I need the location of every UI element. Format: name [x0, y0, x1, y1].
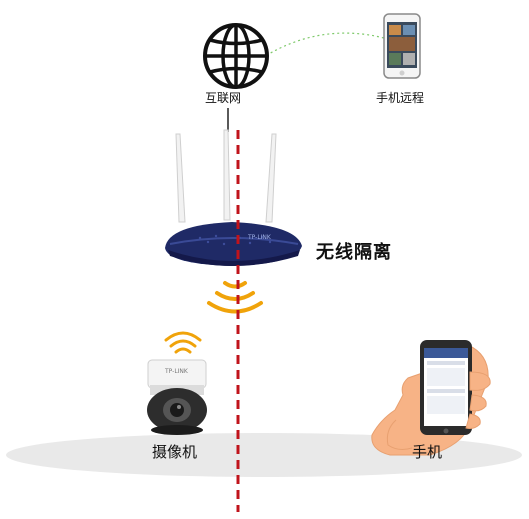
camera-label: 摄像机	[152, 443, 198, 461]
smartphone-icon	[383, 13, 421, 79]
wireless-isolation-label: 无线隔离	[316, 242, 392, 263]
internet-label: 互联网	[205, 91, 242, 105]
remote-link-line	[261, 32, 385, 59]
security-camera-icon	[147, 359, 207, 435]
phone-label: 手机	[412, 443, 443, 461]
globe-icon	[203, 23, 269, 89]
camera-wifi-icon	[164, 331, 202, 354]
router-brand-text: TP-LINK	[247, 234, 272, 241]
hand-holding-phone-icon	[371, 340, 491, 456]
remote-phone-label: 手机远程	[376, 91, 425, 105]
wifi-signal-icon	[207, 281, 263, 314]
router-icon	[165, 129, 302, 266]
camera-brand-text: TP-LINK	[164, 368, 189, 375]
